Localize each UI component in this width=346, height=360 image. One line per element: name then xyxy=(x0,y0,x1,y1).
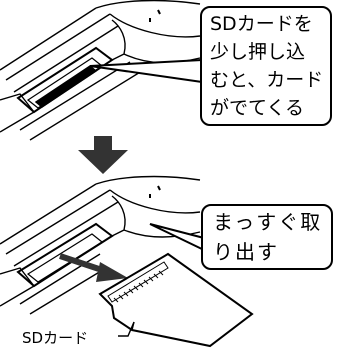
callout-top-line-3: むと、カード xyxy=(210,69,324,91)
callout-remove-text: まっすぐ取 り出す xyxy=(201,204,333,270)
down-arrow-icon xyxy=(78,136,128,174)
sd-card xyxy=(98,252,254,348)
card-label-leader xyxy=(118,321,135,337)
callout-bottom-line-1: まっすぐ取 xyxy=(213,210,323,234)
callout-top-line-2: 少し押し込 xyxy=(210,41,306,63)
device-bottom xyxy=(0,175,201,315)
callout-top-line-1: SDカードを xyxy=(210,13,313,35)
callout-pointer-top xyxy=(89,59,203,83)
callout-bottom-line-2: り出す xyxy=(213,240,279,264)
callout-top-line-4: がでてくる xyxy=(210,97,305,119)
sd-card-label: SDカード xyxy=(22,329,89,347)
callout-pointer-bottom xyxy=(149,223,205,251)
callout-insert-text: SDカードを 少し押し込 むと、カード がでてくる xyxy=(200,6,332,126)
diagonal-arrow-icon xyxy=(59,253,128,282)
